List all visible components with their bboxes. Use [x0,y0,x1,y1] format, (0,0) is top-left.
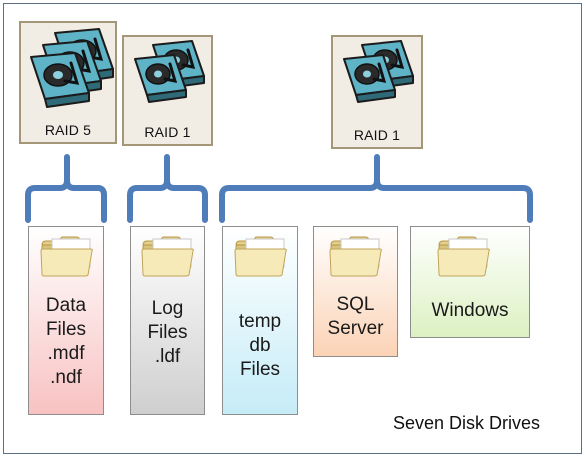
folder-card-tempdb-files: temp db Files [222,226,298,415]
raid-group-1: RAID 5 [19,21,117,144]
raid-label: RAID 5 [44,122,92,138]
folder-icon [234,236,287,277]
folder-label-line: Files [239,359,281,380]
diagram-caption: Seven Disk Drives [393,413,541,433]
folder-card-log-files: Log Files .ldf [130,226,205,415]
folder-label: Windows [411,299,529,323]
raid-label: RAID 1 [144,124,191,140]
folder-icon [437,236,490,277]
raid-label: RAID 1 [353,127,401,143]
folder-label: Data Files .mdf .ndf [29,294,103,390]
folder-label-line: Windows [431,300,509,321]
folder-label-line: .mdf [47,343,85,364]
folder-label: temp db Files [223,310,297,382]
folder-label-line: Log [151,298,184,319]
folder-label-line: SQL [336,294,375,315]
folder-icon [40,236,93,277]
folder-icon [329,236,382,277]
folder-icon [141,236,194,277]
bracket-raid1-system [219,154,533,223]
bracket-raid5 [25,154,107,223]
folder-label: SQL Server [314,293,397,341]
folder-label-line: Server [327,318,384,339]
folder-label-line: Files [45,319,87,340]
folder-label: Log Files .ldf [131,297,204,369]
raid-group-3: RAID 1 [331,35,423,149]
folder-card-sql-server: SQL Server [313,226,398,357]
folder-card-data-files: Data Files .mdf .ndf [28,226,104,415]
folder-label-line: temp [238,311,282,332]
raid-group-2: RAID 1 [122,35,213,146]
folder-label-line: .ndf [50,367,82,388]
folder-label-line: Data [45,295,87,316]
folder-label-line: Files [147,322,188,343]
folder-label-line: .ldf [154,346,181,367]
folder-card-windows: Windows [410,226,530,338]
bracket-raid1-log [127,154,208,223]
folder-label-line: db [249,335,271,356]
